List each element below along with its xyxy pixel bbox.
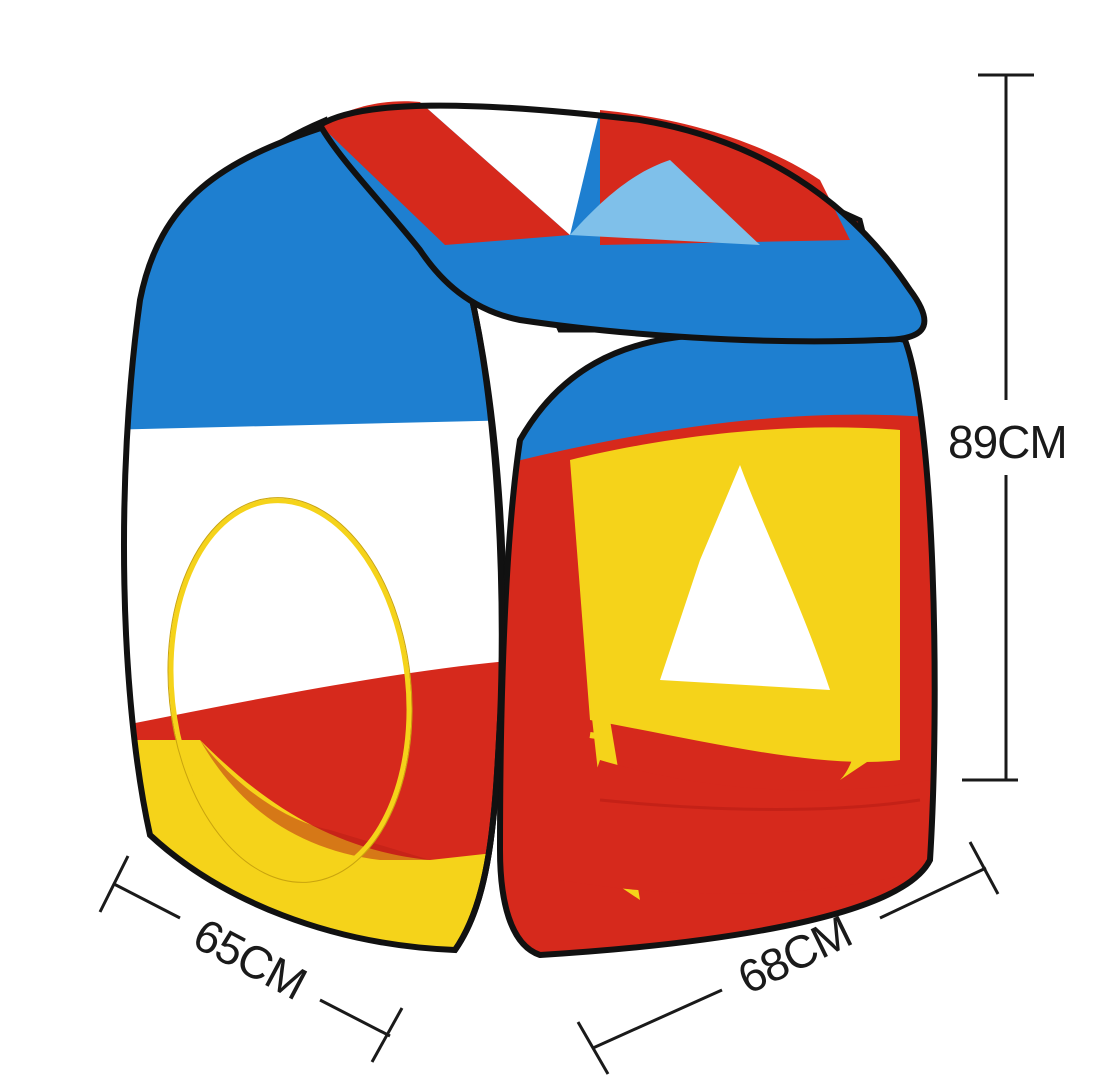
tent-roof-flap [315,101,928,345]
tent-right-panel [496,329,938,959]
curtain-tie-left [589,732,611,741]
dimension-height: 89CM [948,73,1068,782]
height-label: 89CM [948,416,1067,468]
depth-label: 65CM [185,908,314,1010]
tent-door-hoop [168,498,412,882]
curtain-tie-right [859,647,886,658]
tent-center-seam [452,289,505,952]
